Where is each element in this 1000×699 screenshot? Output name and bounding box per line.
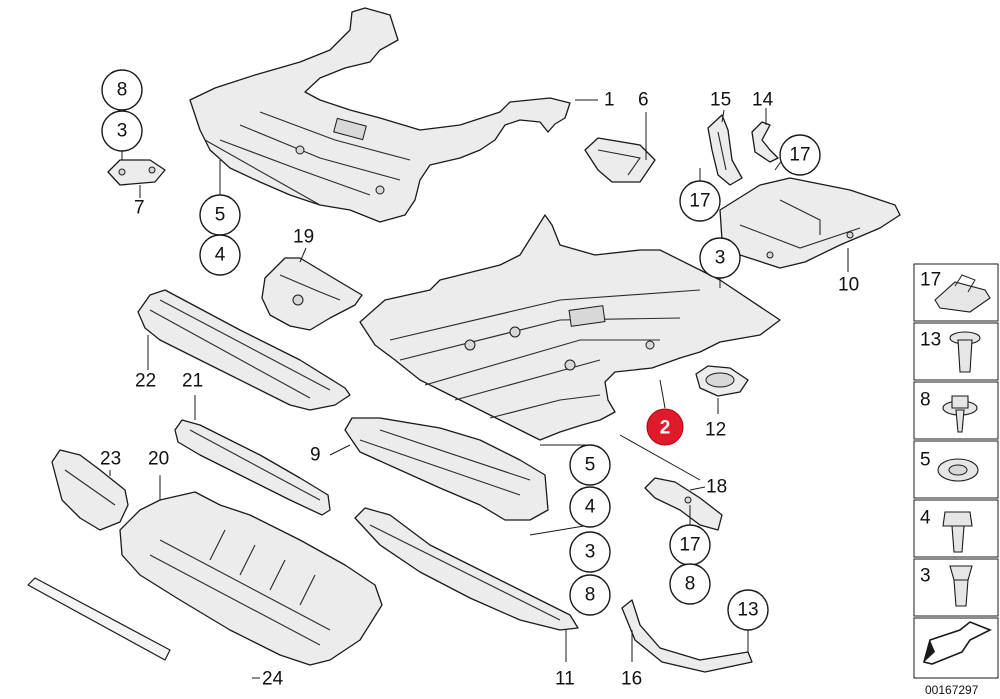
part-18-bracket[interactable] [644, 477, 723, 531]
part-12-cap[interactable] [695, 365, 749, 397]
plain-labels: 7 1 6 15 14 10 19 22 21 12 9 18 23 20 24… [100, 90, 859, 690]
label-15: 15 [710, 90, 731, 111]
svg-text:17: 17 [679, 535, 700, 556]
label-24: 24 [262, 669, 284, 690]
washer-icon [937, 458, 979, 482]
callout-8a[interactable]: 8 [101, 69, 143, 111]
svg-text:17: 17 [689, 191, 710, 212]
label-20: 20 [148, 449, 169, 470]
legend-label-8: 8 [920, 390, 931, 411]
screw-washer-icon [942, 395, 978, 433]
callout-5b[interactable]: 5 [569, 444, 611, 486]
svg-text:4: 4 [215, 245, 226, 266]
document-number: 00167297 [925, 683, 979, 697]
callout-8c[interactable]: 8 [669, 563, 711, 605]
label-14: 14 [752, 90, 774, 111]
legend-label-3: 3 [920, 566, 931, 587]
label-12: 12 [705, 420, 726, 441]
part-6-bracket[interactable] [584, 137, 656, 183]
callout-8b[interactable]: 8 [569, 574, 611, 616]
svg-text:5: 5 [585, 455, 596, 476]
svg-text:8: 8 [117, 80, 128, 101]
label-11: 11 [555, 669, 575, 690]
label-7: 7 [134, 198, 145, 219]
part-20-lower-front-shield[interactable] [119, 491, 383, 666]
clip-nut-icon [934, 274, 991, 313]
part-1-front-underbody-shield[interactable] [189, 7, 571, 223]
svg-text:3: 3 [117, 121, 128, 142]
callout-13[interactable]: 13 [727, 589, 769, 631]
label-19: 19 [293, 227, 314, 248]
callout-2-highlighted[interactable]: 2 [646, 408, 684, 446]
part-14-bracket[interactable] [751, 121, 779, 163]
label-6: 6 [638, 90, 649, 111]
push-rivet-icon [949, 331, 981, 373]
label-22: 22 [135, 371, 156, 392]
svg-text:17: 17 [789, 145, 810, 166]
part-9-cross-member[interactable] [344, 417, 549, 521]
svg-text:8: 8 [585, 585, 596, 606]
part-21-bar[interactable] [174, 419, 331, 516]
callout-17c[interactable]: 17 [669, 524, 711, 566]
label-10: 10 [838, 275, 859, 296]
bolt-icon [942, 511, 973, 553]
label-21: 21 [182, 371, 203, 392]
part-22-cross-member[interactable] [137, 289, 351, 411]
svg-text:5: 5 [215, 205, 226, 226]
part-7-clip[interactable] [107, 159, 166, 186]
leader-lines [109, 99, 849, 679]
svg-text:2: 2 [660, 418, 671, 439]
svg-text:3: 3 [585, 542, 596, 563]
callout-3a[interactable]: 3 [101, 110, 143, 152]
svg-text:13: 13 [737, 600, 758, 621]
part-24-rod[interactable] [27, 577, 171, 661]
callout-17b[interactable]: 17 [679, 180, 721, 222]
expanding-nut-icon [949, 565, 973, 607]
svg-text:4: 4 [585, 497, 596, 518]
legend-label-4: 4 [920, 508, 931, 529]
callout-3b[interactable]: 3 [699, 237, 741, 279]
label-18: 18 [706, 477, 727, 498]
part-11-front-spoiler[interactable] [354, 507, 579, 631]
legend-label-17: 17 [920, 270, 941, 291]
direction-arrow-icon [923, 621, 992, 665]
callout-3c[interactable]: 3 [569, 531, 611, 573]
svg-text:8: 8 [685, 574, 696, 595]
label-16: 16 [621, 669, 642, 690]
svg-text:3: 3 [715, 248, 726, 269]
callout-17a[interactable]: 17 [779, 134, 821, 176]
fastener-legend: 17 13 8 5 4 3 [913, 263, 999, 679]
label-23: 23 [100, 449, 121, 470]
legend-label-5: 5 [920, 450, 931, 471]
part-23-side-panel[interactable] [51, 449, 129, 531]
part-10-right-shield[interactable] [719, 177, 901, 269]
callout-5a[interactable]: 5 [199, 194, 241, 236]
part-15-bracket[interactable] [707, 114, 743, 186]
label-9: 9 [310, 445, 321, 466]
legend-label-13: 13 [920, 330, 941, 351]
callout-4b[interactable]: 4 [569, 486, 611, 528]
callout-4a[interactable]: 4 [199, 234, 241, 276]
part-2-main-underbody-shield[interactable] [359, 214, 781, 441]
part-19-component[interactable] [261, 257, 363, 331]
label-1: 1 [604, 90, 615, 111]
